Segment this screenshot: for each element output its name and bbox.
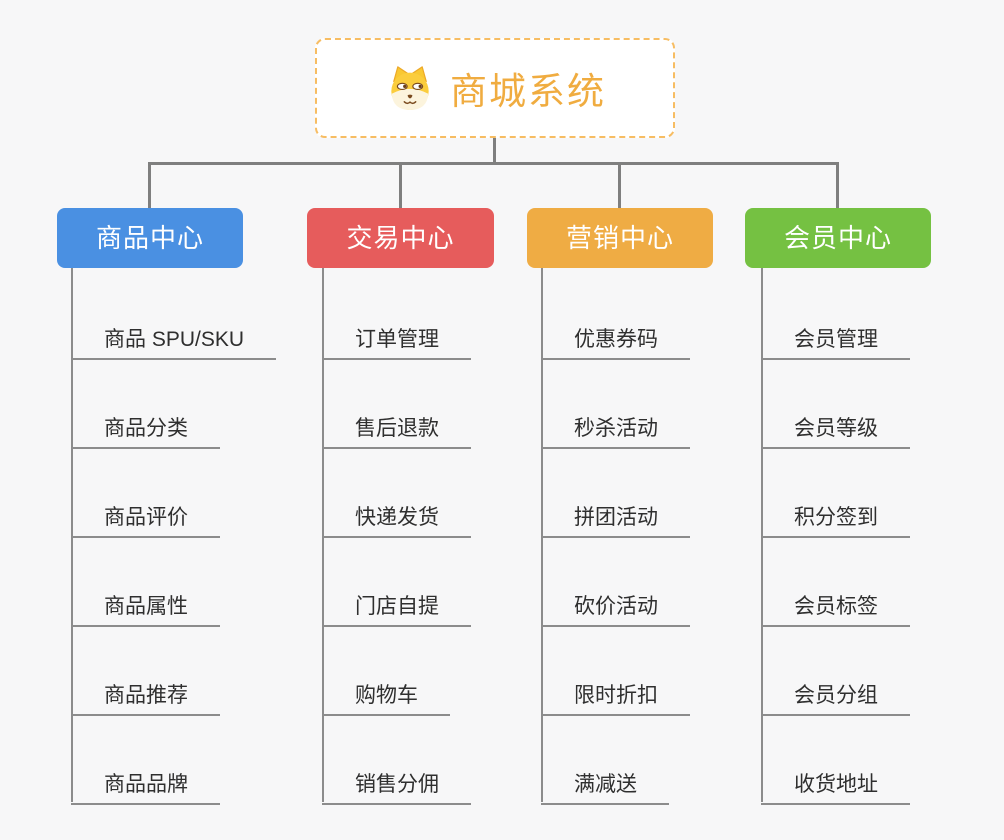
branch-item[interactable]: 售后退款 <box>322 402 471 449</box>
branch-item[interactable]: 会员等级 <box>761 402 910 449</box>
branch-node-trade-center[interactable]: 交易中心 <box>307 208 494 268</box>
branch-item[interactable]: 拼团活动 <box>541 491 690 538</box>
connector-root-stem <box>493 138 496 164</box>
branch-item[interactable]: 商品评价 <box>71 491 220 538</box>
connector-branch-stem <box>836 162 839 209</box>
branch-node-marketing-center[interactable]: 营销中心 <box>527 208 713 268</box>
branch-item[interactable]: 积分签到 <box>761 491 910 538</box>
branch-trunk-line <box>761 268 763 802</box>
branch-item[interactable]: 订单管理 <box>322 313 471 360</box>
branch-trunk-line <box>541 268 543 802</box>
branch-node-product-center[interactable]: 商品中心 <box>57 208 243 268</box>
dog-face-icon <box>384 64 436 112</box>
branch-item[interactable]: 门店自提 <box>322 580 471 627</box>
branch-item[interactable]: 快递发货 <box>322 491 471 538</box>
connector-branch-stem <box>399 162 402 209</box>
branch-item[interactable]: 商品 SPU/SKU <box>71 313 277 360</box>
branch-item[interactable]: 会员标签 <box>761 580 910 627</box>
root-node[interactable]: 商城系统 <box>315 38 675 138</box>
branch-item[interactable]: 商品品牌 <box>71 758 220 805</box>
connector-horizontal-line <box>149 162 839 165</box>
branch-item[interactable]: 秒杀活动 <box>541 402 690 449</box>
branch-item[interactable]: 限时折扣 <box>541 669 690 716</box>
branch-item[interactable]: 购物车 <box>322 669 450 716</box>
branch-item[interactable]: 商品属性 <box>71 580 220 627</box>
branch-node-member-center[interactable]: 会员中心 <box>745 208 931 268</box>
branch-trunk-line <box>71 268 73 802</box>
branch-item[interactable]: 满减送 <box>541 758 669 805</box>
branch-item[interactable]: 会员分组 <box>761 669 910 716</box>
branch-item[interactable]: 会员管理 <box>761 313 910 360</box>
branch-item[interactable]: 商品推荐 <box>71 669 220 716</box>
root-node-label: 商城系统 <box>450 71 606 112</box>
branch-item[interactable]: 商品分类 <box>71 402 220 449</box>
branch-item[interactable]: 砍价活动 <box>541 580 690 627</box>
connector-branch-stem <box>618 162 621 209</box>
branch-trunk-line <box>322 268 324 802</box>
connector-branch-stem <box>148 162 151 209</box>
branch-item[interactable]: 优惠券码 <box>541 313 690 360</box>
branch-item[interactable]: 销售分佣 <box>322 758 471 805</box>
branch-item[interactable]: 收货地址 <box>761 758 910 805</box>
